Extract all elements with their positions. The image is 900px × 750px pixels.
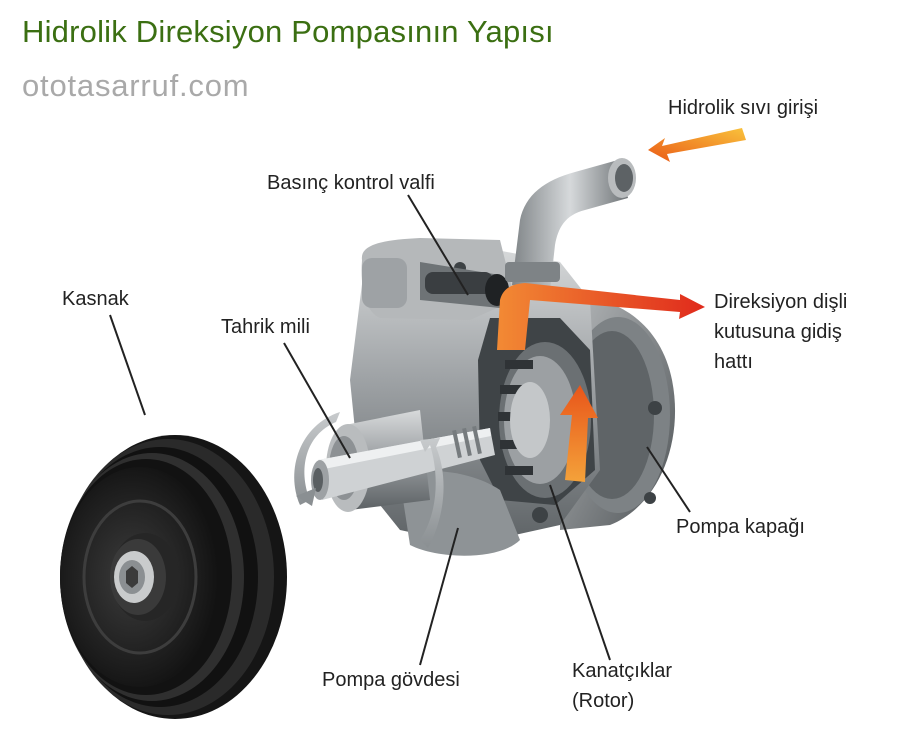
leader-pump-body — [419, 527, 459, 666]
outlet-flow-arrow — [497, 283, 705, 350]
leader-drive-shaft — [283, 342, 351, 459]
leader-pressure-valve — [407, 194, 469, 296]
label-pulley: Kasnak — [62, 288, 129, 310]
site-watermark: ototasarruf.com — [22, 68, 250, 103]
label-outlet-line-3: hattı — [714, 351, 753, 373]
label-pump-cover: Pompa kapağı — [676, 516, 805, 538]
label-pump-body: Pompa gövdesi — [322, 669, 460, 691]
rotation-arrow-right — [420, 438, 444, 548]
label-outlet-line-2: kutusuna gidiş — [714, 321, 842, 343]
pulley-part — [60, 435, 287, 719]
leader-pulley — [109, 314, 146, 416]
leader-lines — [109, 194, 691, 666]
page-title: Hidrolik Direksiyon Pompasının Yapısı — [22, 14, 554, 49]
flow-arrows — [294, 128, 746, 548]
label-vanes-1: Kanatçıklar — [572, 660, 673, 682]
label-pressure-control-valve: Basınç kontrol valfi — [267, 172, 435, 194]
rotor-flow-arrow — [560, 385, 598, 482]
pump-housing-part — [311, 158, 676, 556]
label-outlet-line-1: Direksiyon dişli — [714, 291, 848, 313]
leader-pump-cover — [646, 446, 691, 513]
leader-vanes — [549, 484, 611, 661]
inlet-flow-arrow — [648, 128, 746, 162]
label-vanes-2: (Rotor) — [572, 690, 635, 712]
label-fluid-inlet: Hidrolik sıvı girişi — [668, 97, 819, 119]
label-drive-shaft: Tahrik mili — [221, 316, 310, 338]
